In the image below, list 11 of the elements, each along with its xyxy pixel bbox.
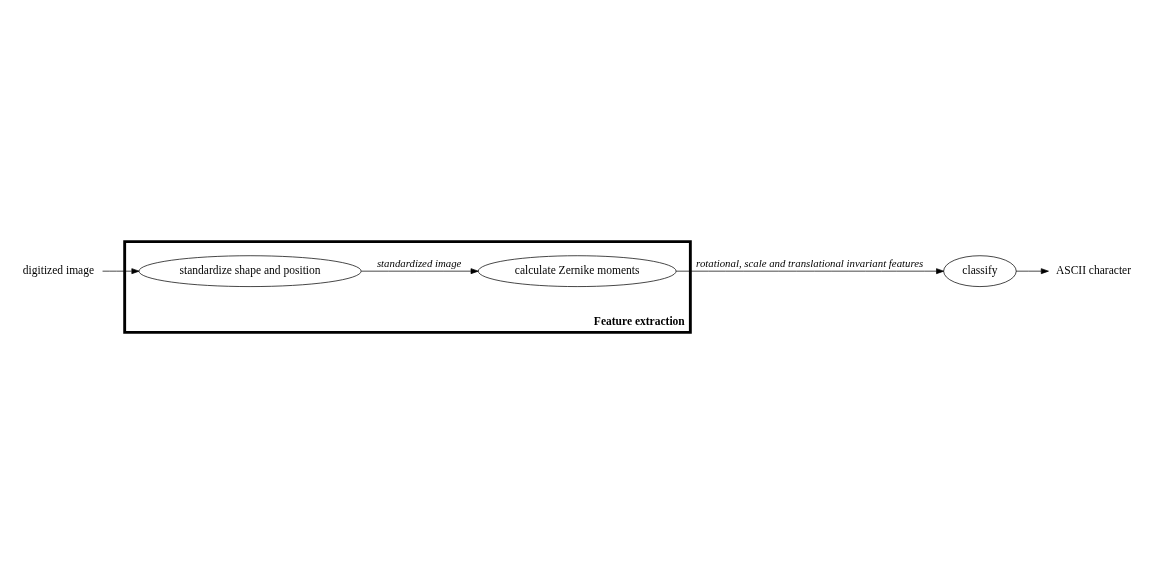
edge-label: rotational, scale and translational invariant features (696, 256, 924, 269)
node-text: ASCII character (1055, 263, 1132, 276)
node-ellipse: classify (943, 255, 1017, 287)
node-text: digitized image (22, 263, 95, 276)
arrow (360, 268, 479, 275)
arrow (102, 268, 140, 275)
arrow (1015, 268, 1049, 275)
node-ellipse: calculate Zernike moments (477, 255, 677, 287)
arrow (675, 268, 945, 275)
edge-label: standardized image (376, 256, 462, 269)
node-ellipse: standardize shape and position (138, 255, 362, 287)
